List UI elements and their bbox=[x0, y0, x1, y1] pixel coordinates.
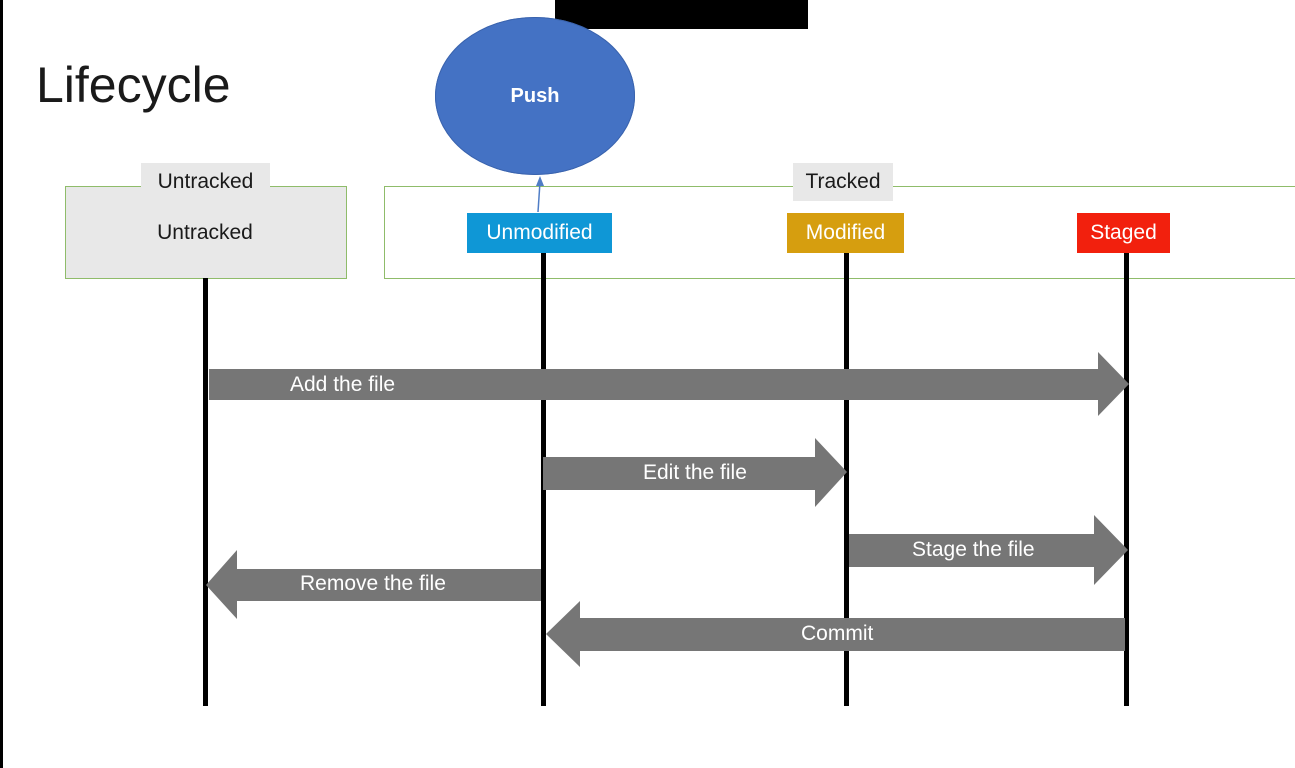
lifeline-staged bbox=[1124, 253, 1129, 706]
push-connector-arrowhead bbox=[536, 176, 544, 186]
redaction-bar bbox=[555, 0, 808, 29]
left-edge-bar bbox=[0, 0, 3, 768]
lifeline-untracked bbox=[203, 278, 208, 706]
add-file-label: Add the file bbox=[290, 373, 396, 396]
commit-label: Commit bbox=[801, 622, 874, 645]
lifeline-unmodified bbox=[541, 253, 546, 706]
push-node: Push bbox=[435, 17, 635, 175]
state-staged: Staged bbox=[1077, 213, 1170, 253]
state-modified: Modified bbox=[787, 213, 904, 253]
untracked-group-box bbox=[65, 186, 347, 279]
edit-file-label: Edit the file bbox=[643, 461, 747, 484]
untracked-group-label: Untracked bbox=[141, 163, 270, 201]
state-untracked: Untracked bbox=[157, 221, 253, 244]
tracked-group-label: Tracked bbox=[793, 163, 893, 201]
state-unmodified: Unmodified bbox=[467, 213, 612, 253]
push-node-label: Push bbox=[510, 84, 560, 107]
page-title: Lifecycle bbox=[36, 57, 231, 113]
stage-file-label: Stage the file bbox=[912, 538, 1035, 561]
remove-file-label: Remove the file bbox=[300, 572, 446, 595]
